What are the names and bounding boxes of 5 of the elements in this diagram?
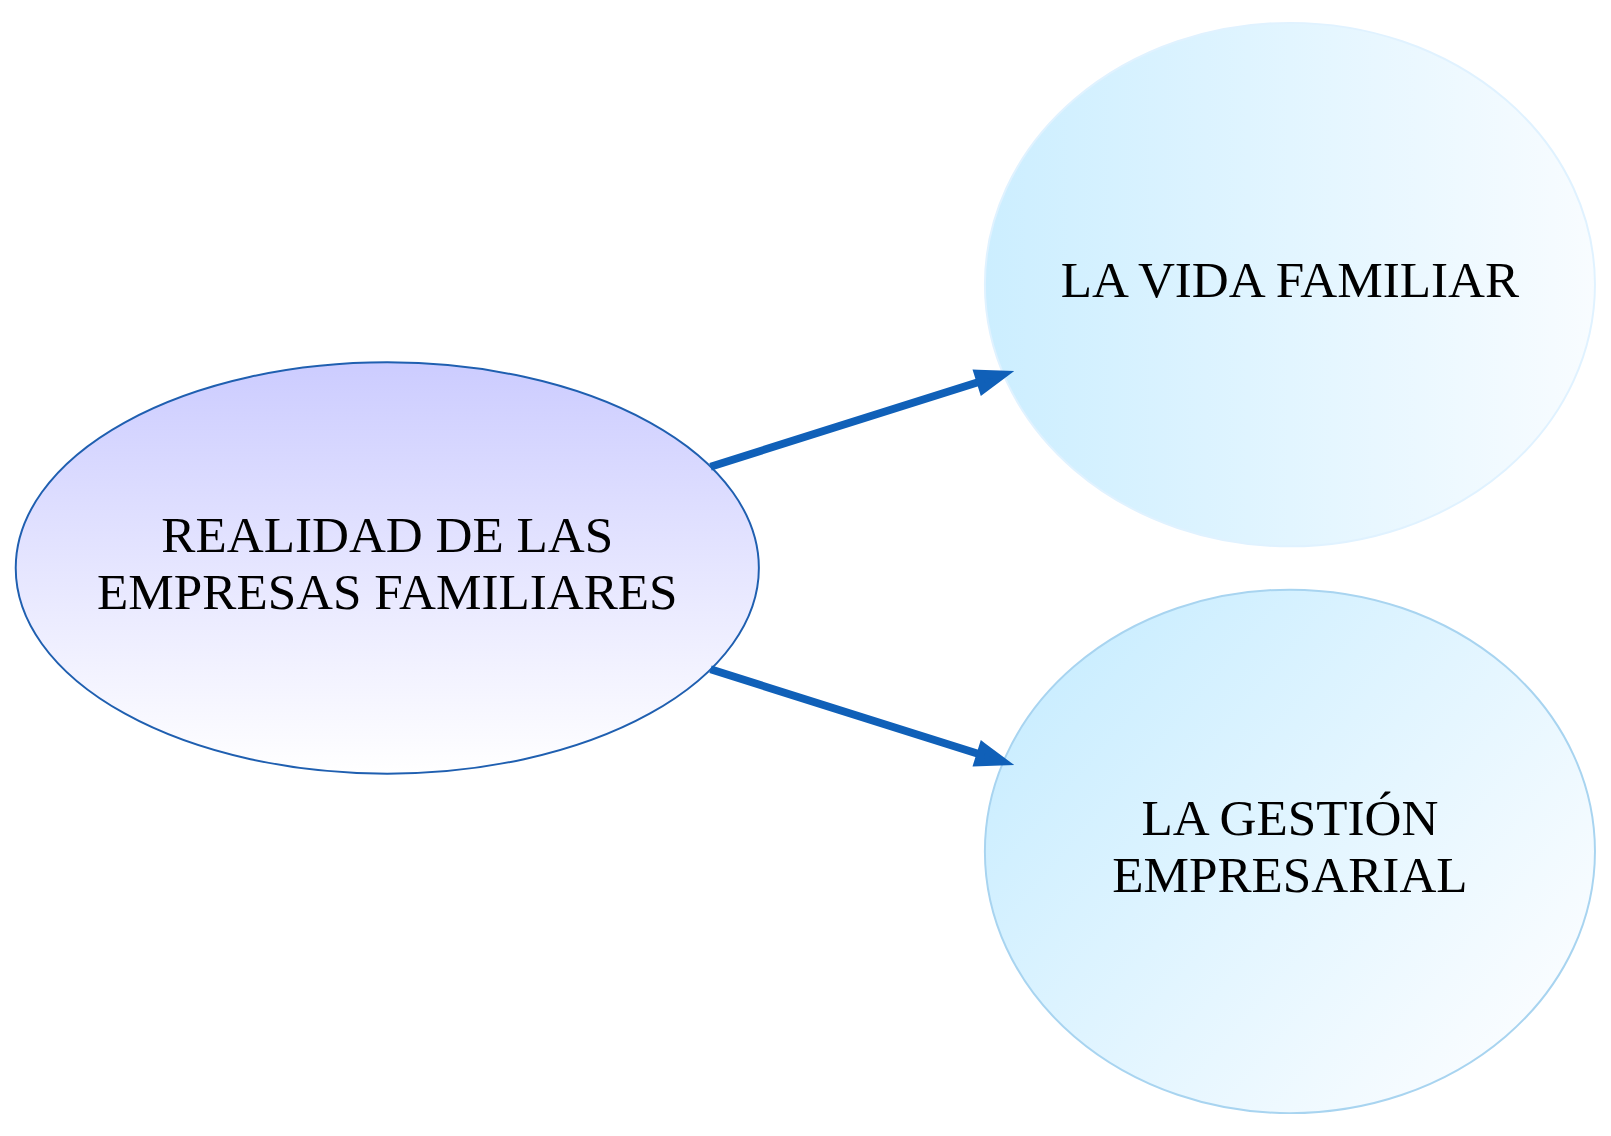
node-ellipse: LA VIDA FAMILIAR xyxy=(983,21,1596,548)
node-ellipse: LA GESTIÓN EMPRESARIAL xyxy=(983,588,1596,1115)
arrow xyxy=(709,369,1015,471)
node-ellipse: REALIDAD DE LAS EMPRESAS FAMILIARES xyxy=(14,361,760,775)
arrow xyxy=(709,665,1015,767)
